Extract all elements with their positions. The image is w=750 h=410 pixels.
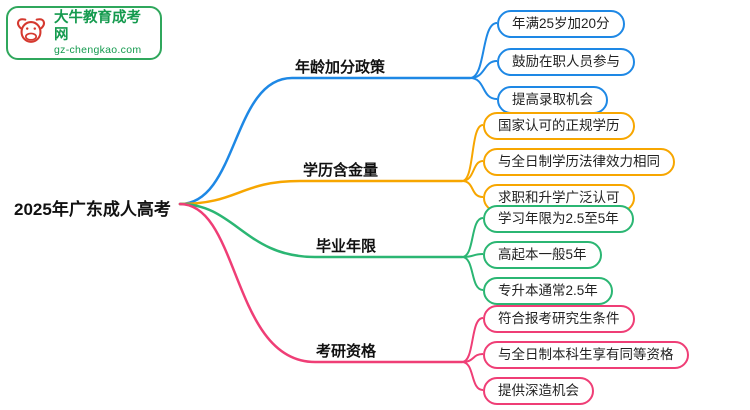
branch-line-postgrad <box>178 202 464 364</box>
leaf-line <box>461 353 484 363</box>
leaf-line <box>461 180 484 198</box>
leaf-node: 高起本一般5年 <box>483 241 602 270</box>
leaf-node: 与全日制学历法律效力相同 <box>483 148 675 177</box>
leaf-node: 与全日制本科生享有同等资格 <box>483 341 689 370</box>
leaf-node: 国家认可的正规学历 <box>483 112 635 141</box>
branch-graduation-years: 毕业年限 <box>316 238 377 255</box>
root-node: 2025年广东成人高考 <box>14 200 171 219</box>
leaf-line <box>461 160 484 182</box>
bull-icon <box>14 15 48 52</box>
branch-age-bonus-policy: 年龄加分政策 <box>295 59 386 76</box>
leaf-node: 符合报考研究生条件 <box>483 305 635 334</box>
leaf-node: 提供深造机会 <box>483 377 594 406</box>
branch-line-degree-value <box>178 179 464 206</box>
leaf-node: 提高录取机会 <box>497 86 608 115</box>
site-logo: 大牛教育成考网 gz-chengkao.com <box>6 6 162 60</box>
leaf-line <box>469 22 498 79</box>
branch-postgrad-eligibility: 考研资格 <box>316 343 377 360</box>
leaf-node: 专升本通常2.5年 <box>483 277 613 306</box>
logo-domain: gz-chengkao.com <box>54 43 142 56</box>
leaf-line <box>469 77 498 100</box>
leaf-line <box>461 217 484 258</box>
leaf-node: 年满25岁加20分 <box>497 10 625 39</box>
leaf-line <box>461 256 484 291</box>
leaf-node: 鼓励在职人员参与 <box>497 48 635 77</box>
leaf-node: 学习年限为2.5至5年 <box>483 205 634 234</box>
leaf-line <box>461 317 484 363</box>
branch-degree-value: 学历含金量 <box>303 162 379 179</box>
leaf-line <box>461 361 484 391</box>
branch-line-age-bonus <box>178 76 472 206</box>
branch-line-graduation-years <box>178 202 464 259</box>
logo-title: 大牛教育成考网 <box>54 10 141 43</box>
